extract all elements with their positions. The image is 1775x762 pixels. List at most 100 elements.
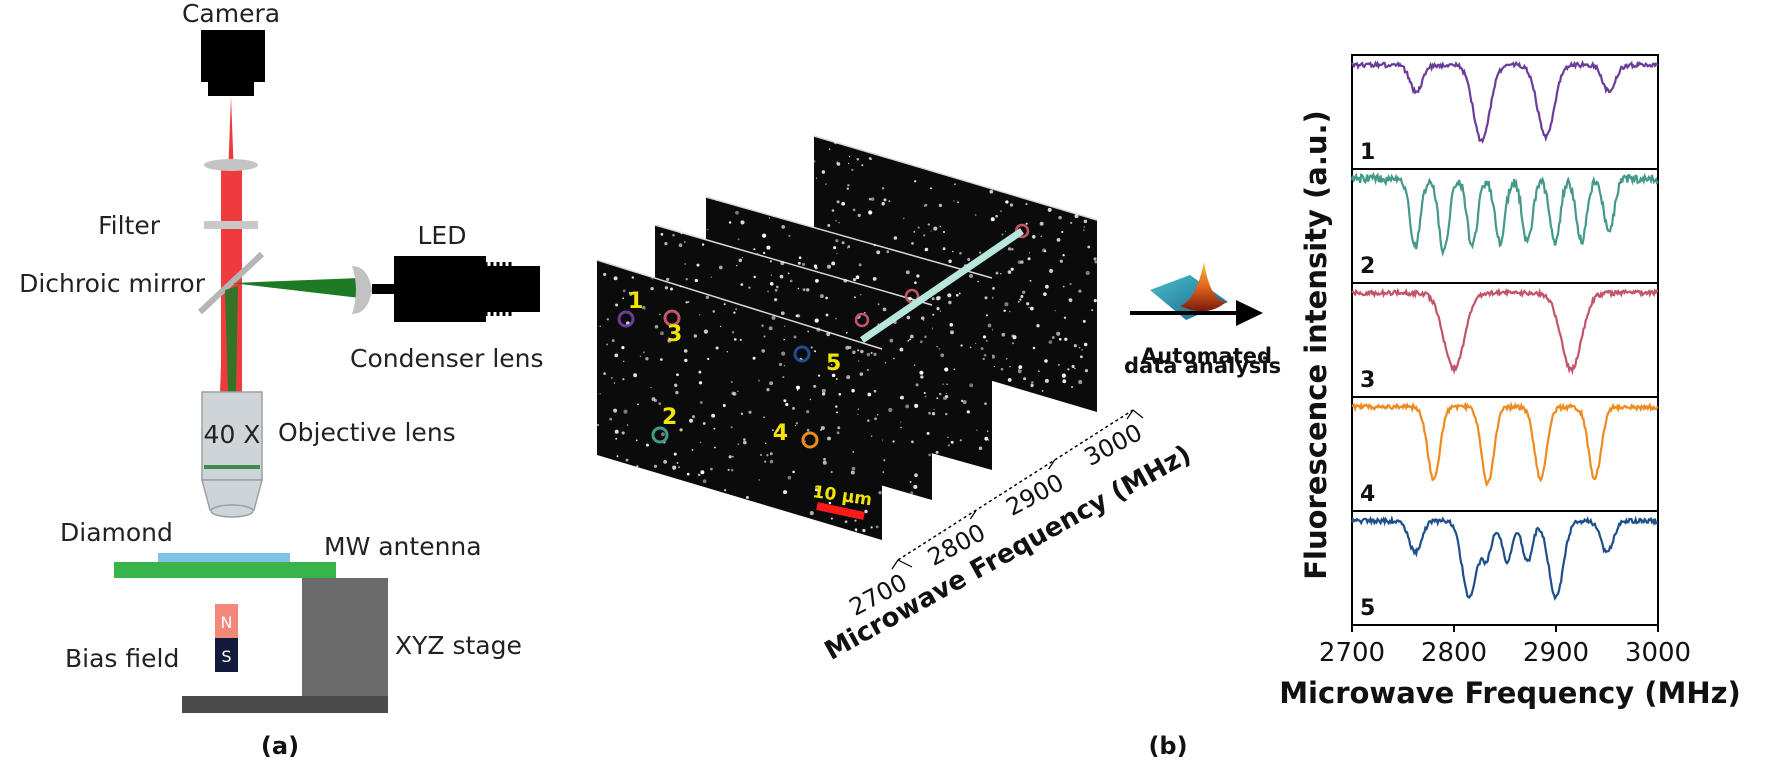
condenser-lens: [352, 266, 372, 314]
nv-spot: [984, 402, 987, 405]
nv-spot: [923, 234, 926, 237]
frame-edge: [654, 224, 933, 306]
nv-spot: [758, 379, 760, 382]
nv-spot: [641, 305, 646, 310]
nv-spot: [836, 431, 840, 435]
nv-spot: [761, 324, 764, 327]
nv-spot: [914, 180, 917, 183]
nv-spot: [1083, 342, 1088, 347]
nv-spot: [748, 286, 751, 289]
nv-spot: [846, 375, 851, 380]
nv-spot: [1031, 234, 1036, 239]
axis-tick: [891, 559, 899, 570]
nv-spot: [857, 408, 860, 410]
nv-spot: [911, 440, 914, 444]
nv-spot: [616, 455, 619, 458]
nv-spot: [787, 475, 792, 480]
nv-spot: [883, 459, 886, 462]
nv-spot: [666, 277, 670, 282]
nv-spot: [915, 383, 919, 387]
nv-spot: [670, 287, 673, 291]
diamond: [158, 553, 290, 563]
nv-spot: [873, 244, 876, 247]
nv-spot: [788, 234, 791, 237]
nv-spot: [944, 394, 949, 399]
nv-spot: [628, 291, 631, 294]
magnet-north: [215, 604, 238, 638]
nv-spot: [783, 399, 787, 403]
nv-spot: [1027, 257, 1031, 261]
nv-spot: [745, 496, 749, 499]
nv-spot: [769, 260, 773, 263]
nv-spot: [1059, 259, 1063, 263]
nv-spot: [1007, 377, 1012, 382]
nv-spot: [914, 473, 918, 478]
nv-spot: [828, 148, 831, 150]
nv-spot: [764, 460, 767, 463]
nv-spot: [870, 197, 875, 201]
nv-spot: [953, 200, 955, 202]
spot-marker: [801, 431, 819, 449]
nv-spot: [814, 318, 819, 323]
nv-spot: [1000, 210, 1002, 212]
nv-spot: [819, 294, 824, 299]
nv-spot: [899, 396, 902, 399]
nv-spot: [854, 296, 856, 299]
nv-spot: [733, 338, 737, 341]
nv-spot: [830, 517, 833, 520]
nv-spot: [962, 400, 967, 405]
objective-magnification: 40 X: [204, 420, 261, 449]
spot-label: 4: [773, 421, 788, 446]
nv-spot: [1011, 334, 1015, 338]
nv-spot: [969, 274, 973, 278]
nv-spot: [950, 440, 954, 444]
nv-spot: [900, 421, 902, 423]
nv-spot: [909, 334, 914, 339]
nv-spot: [705, 295, 710, 300]
nv-spot: [787, 272, 790, 275]
nv-spot: [984, 296, 988, 300]
nv-spot: [944, 367, 949, 372]
nv-spot: [948, 300, 952, 305]
nv-spot: [667, 338, 672, 343]
nv-spot: [1007, 247, 1012, 251]
nv-spot: [769, 459, 774, 464]
nv-spot: [814, 488, 819, 492]
nv-spot: [1084, 369, 1088, 373]
nv-spot: [851, 388, 855, 393]
nv-spot: [697, 473, 701, 477]
nv-spot: [614, 429, 619, 434]
nv-spot: [688, 418, 694, 423]
nv-spot: [914, 281, 917, 285]
spectrum-panel-label: 2: [1360, 254, 1375, 279]
nv-spot: [899, 347, 904, 352]
nv-spot: [909, 480, 912, 483]
nv-spot: [913, 484, 918, 489]
nv-spot: [821, 170, 826, 174]
nv-spot: [664, 241, 668, 246]
nv-spot: [831, 261, 836, 266]
nv-spot: [613, 408, 618, 413]
nv-spot: [714, 446, 716, 449]
nv-spot: [1025, 222, 1028, 225]
nv-spot: [1028, 252, 1031, 254]
nv-spot: [992, 287, 995, 290]
nv-spot: [694, 278, 698, 283]
stack-axis: [897, 409, 1134, 561]
nv-spot: [835, 317, 837, 320]
nv-spot: [932, 313, 935, 316]
nv-spot: [814, 350, 817, 353]
nv-spot: [1047, 207, 1052, 212]
nv-spot: [847, 162, 850, 165]
nv-spot: [622, 360, 625, 363]
nv-spot: [888, 200, 891, 203]
nv-spot: [780, 261, 785, 266]
nv-spot: [847, 183, 850, 187]
nv-spot: [1056, 331, 1061, 336]
nv-spot: [912, 299, 914, 301]
nv-spot: [817, 486, 821, 490]
nv-spot: [985, 340, 988, 342]
nv-spot: [913, 231, 916, 233]
nv-spot: [864, 312, 866, 314]
nv-spot: [1063, 316, 1066, 319]
